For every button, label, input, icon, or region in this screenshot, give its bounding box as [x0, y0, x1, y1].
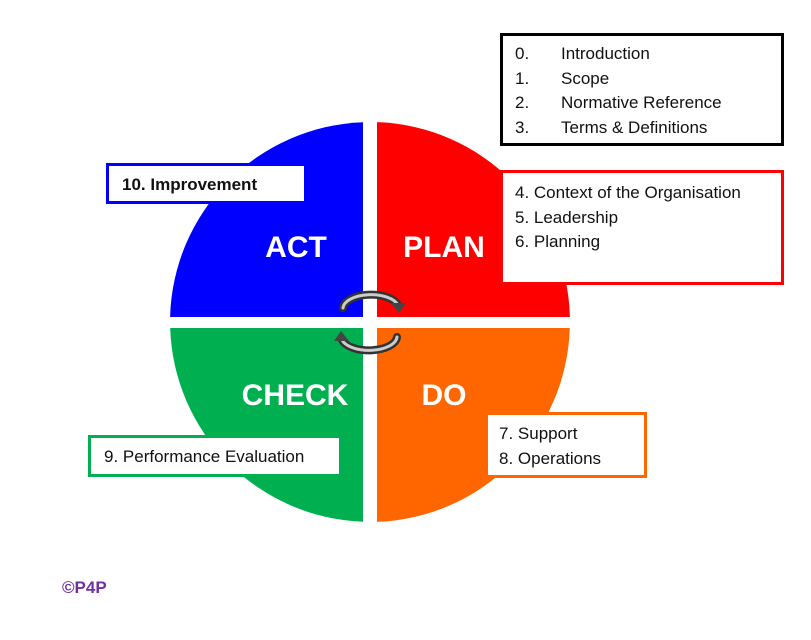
- check-box: 9. Performance Evaluation: [88, 435, 342, 477]
- check-label: CHECK: [241, 379, 349, 412]
- do-quadrant: [377, 328, 570, 522]
- list-item: 3.Terms & Definitions: [515, 117, 708, 137]
- do-label: DO: [421, 379, 467, 412]
- list-item: 5. Leadership: [515, 207, 619, 227]
- list-item: 9. Performance Evaluation: [104, 447, 305, 466]
- list-item: 4. Context of the Organisation: [515, 183, 741, 202]
- cycle-arrows-icon: [334, 290, 406, 355]
- list-item: 7. Support: [499, 424, 578, 443]
- list-item: 1.Scope: [515, 68, 610, 88]
- list-item: 6. Planning: [515, 232, 601, 251]
- list-item: 0.Introduction: [515, 44, 650, 63]
- copyright: ©P4P: [62, 578, 107, 597]
- list-item: 10. Improvement: [122, 175, 258, 194]
- plan-box: 4. Context of the Organisation 5. Leader…: [500, 170, 784, 285]
- plan-label: PLAN: [403, 231, 485, 264]
- intro-box: 0.Introduction 1.Scope 2.Normative Refer…: [500, 33, 784, 146]
- act-box: 10. Improvement: [106, 163, 307, 204]
- do-box: 7. Support 8. Operations: [485, 412, 647, 478]
- list-item: 8. Operations: [499, 448, 602, 468]
- act-label: ACT: [265, 231, 327, 264]
- act-quadrant: [170, 122, 363, 317]
- check-quadrant: [170, 328, 363, 522]
- list-item: 2.Normative Reference: [515, 93, 722, 112]
